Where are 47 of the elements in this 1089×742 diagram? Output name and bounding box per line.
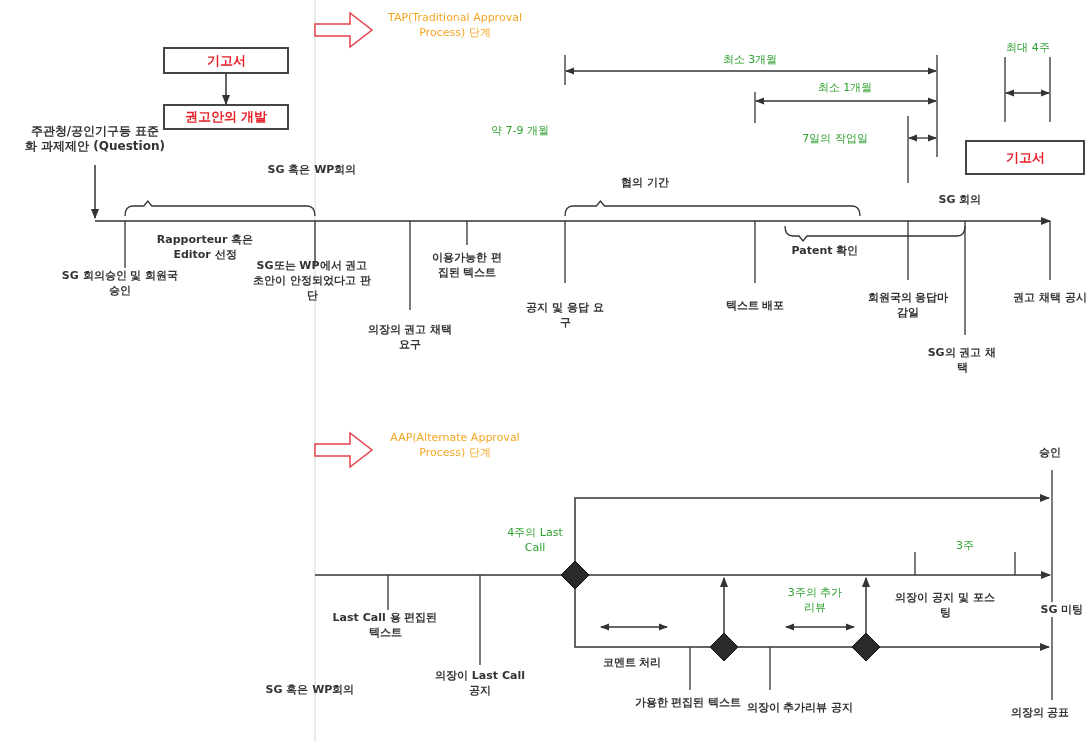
timeline-label: 코멘트 처리 <box>602 655 662 670</box>
timeline-label: 의장의 권고 채택 요구 <box>366 322 454 352</box>
timeline-label: 텍스트 배포 <box>725 298 785 313</box>
duration-label: 3주의 추가 리뷰 <box>786 585 844 615</box>
timeline-label: SG또는 WP에서 권고 초안이 안정되었다고 판단 <box>252 258 372 303</box>
timeline-label: 협의 기간 <box>620 175 670 190</box>
decision-diamond <box>710 633 738 661</box>
arrow <box>879 642 1051 652</box>
timeline-label: 의장이 추가리뷰 공지 <box>745 700 855 715</box>
arrow <box>574 493 1051 562</box>
phase-title: AAP(Alternate Approval Process) 단계 <box>389 430 521 460</box>
timeline-label: Last Call 용 편집된 텍스트 <box>331 610 439 640</box>
process-box: 권고안의 개발 <box>163 104 289 130</box>
duration-label: 최대 4주 <box>1005 40 1051 55</box>
timeline-label: Rapporteur 혹은 Editor 선정 <box>155 232 255 262</box>
duration-label: 최소 1개월 <box>816 80 874 95</box>
timeline-label: SG의 권고 채택 <box>926 345 998 375</box>
timeline-label: SG 혹은 WP회의 <box>264 682 356 697</box>
timeline-label: SG 혹은 WP회의 <box>266 162 358 177</box>
duration-label: 4주의 Last Call <box>506 525 564 555</box>
duration-label: 3주 <box>955 538 975 553</box>
timeline-label: 의장이 Last Call 공지 <box>435 668 525 698</box>
timeline-label: Patent 확인 <box>790 243 860 258</box>
timeline-label: 승인 <box>1038 445 1062 460</box>
decision-diamond <box>852 633 880 661</box>
timeline-label: 권고 채택 공시 <box>1012 290 1088 305</box>
arrow <box>221 73 231 106</box>
connector-line <box>737 646 853 648</box>
timeline-label: 이용가능한 편집된 텍스트 <box>431 250 503 280</box>
document-box: 기고서 <box>965 140 1085 175</box>
timeline-label: SG 회의승인 및 회원국 승인 <box>60 268 180 298</box>
duration-label: 약 7-9 개월 <box>490 123 550 138</box>
arrow <box>90 164 100 220</box>
timeline-label: 공지 및 응답 요구 <box>525 300 605 330</box>
duration-label: 7일의 작업일 <box>801 131 869 146</box>
timeline-label: SG 회의 <box>937 192 983 207</box>
connector-line <box>574 588 711 648</box>
timeline-label: 의장이 공지 및 포스팅 <box>894 590 996 620</box>
document-box: 기고서 <box>163 47 289 74</box>
phase-title: TAP(Traditional Approval Process) 단계 <box>387 10 523 40</box>
arrow <box>861 576 871 634</box>
timeline-label: 의장의 공표 <box>1009 705 1071 720</box>
arrow <box>719 576 729 634</box>
timeline-label: 회원국의 응답마감일 <box>866 290 950 320</box>
question-text: 주관청/공인기구등 표준화 과제제안 (Question) <box>25 113 165 165</box>
duration-label: 최소 3개월 <box>721 52 779 67</box>
decision-diamond <box>561 561 589 589</box>
